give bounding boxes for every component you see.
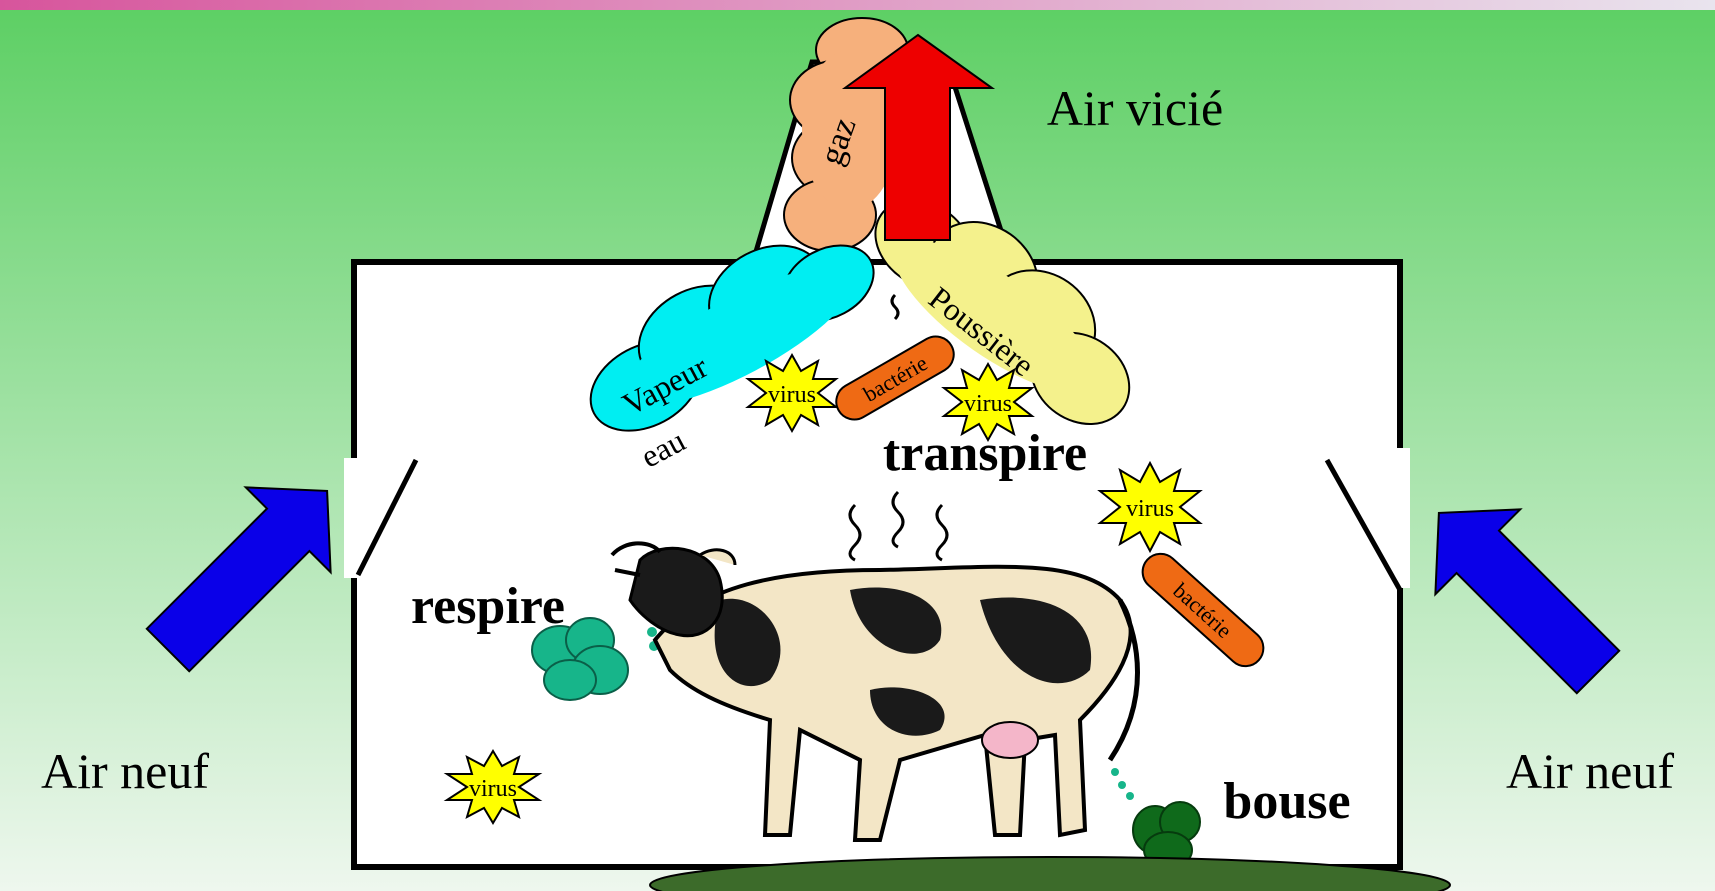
left-wall-opening [344, 458, 398, 578]
air-vicie-label: Air vicié [1047, 80, 1223, 136]
virus-label: virus [768, 382, 816, 408]
virus-label: virus [469, 776, 517, 802]
virus-label: virus [1126, 496, 1174, 522]
air-neuf-right-label: Air neuf [1506, 743, 1674, 799]
bouse-label: bouse [1223, 773, 1350, 830]
virus-label: virus [964, 391, 1012, 417]
top-accent-bar [0, 0, 1715, 10]
air-neuf-left-label: Air neuf [41, 743, 209, 799]
respire-label: respire [411, 578, 565, 635]
